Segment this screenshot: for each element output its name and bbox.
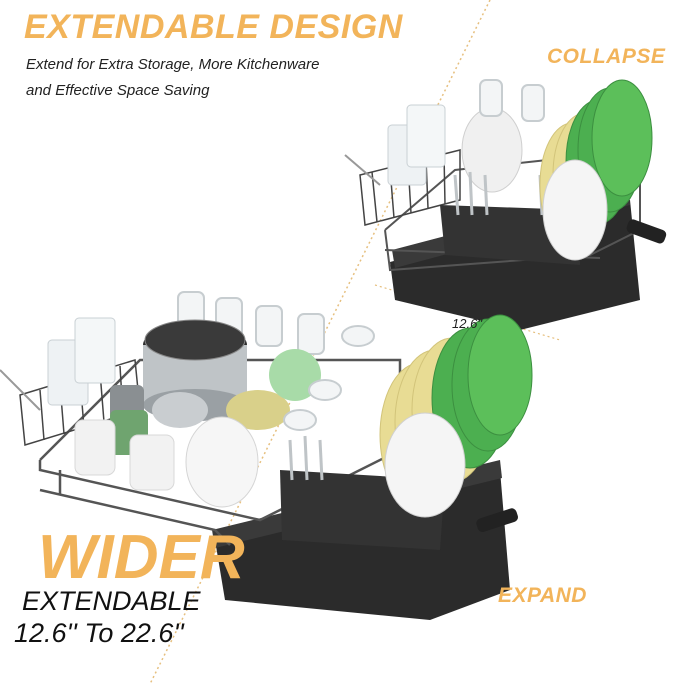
expand-label: EXPAND	[498, 584, 587, 607]
extendable-label: EXTENDABLE	[22, 586, 201, 616]
range-label: 12.6'' To 22.6''	[14, 618, 184, 648]
wider-label: WIDER	[38, 523, 245, 592]
subtitle-line-2: and Effective Space Saving	[26, 82, 210, 99]
subtitle-line-1: Extend for Extra Storage, More Kitchenwa…	[26, 56, 320, 73]
headline: EXTENDABLE DESIGN	[24, 8, 403, 46]
collapsed-width-label: 12.6''	[452, 316, 483, 331]
collapse-label: COLLAPSE	[547, 45, 666, 68]
